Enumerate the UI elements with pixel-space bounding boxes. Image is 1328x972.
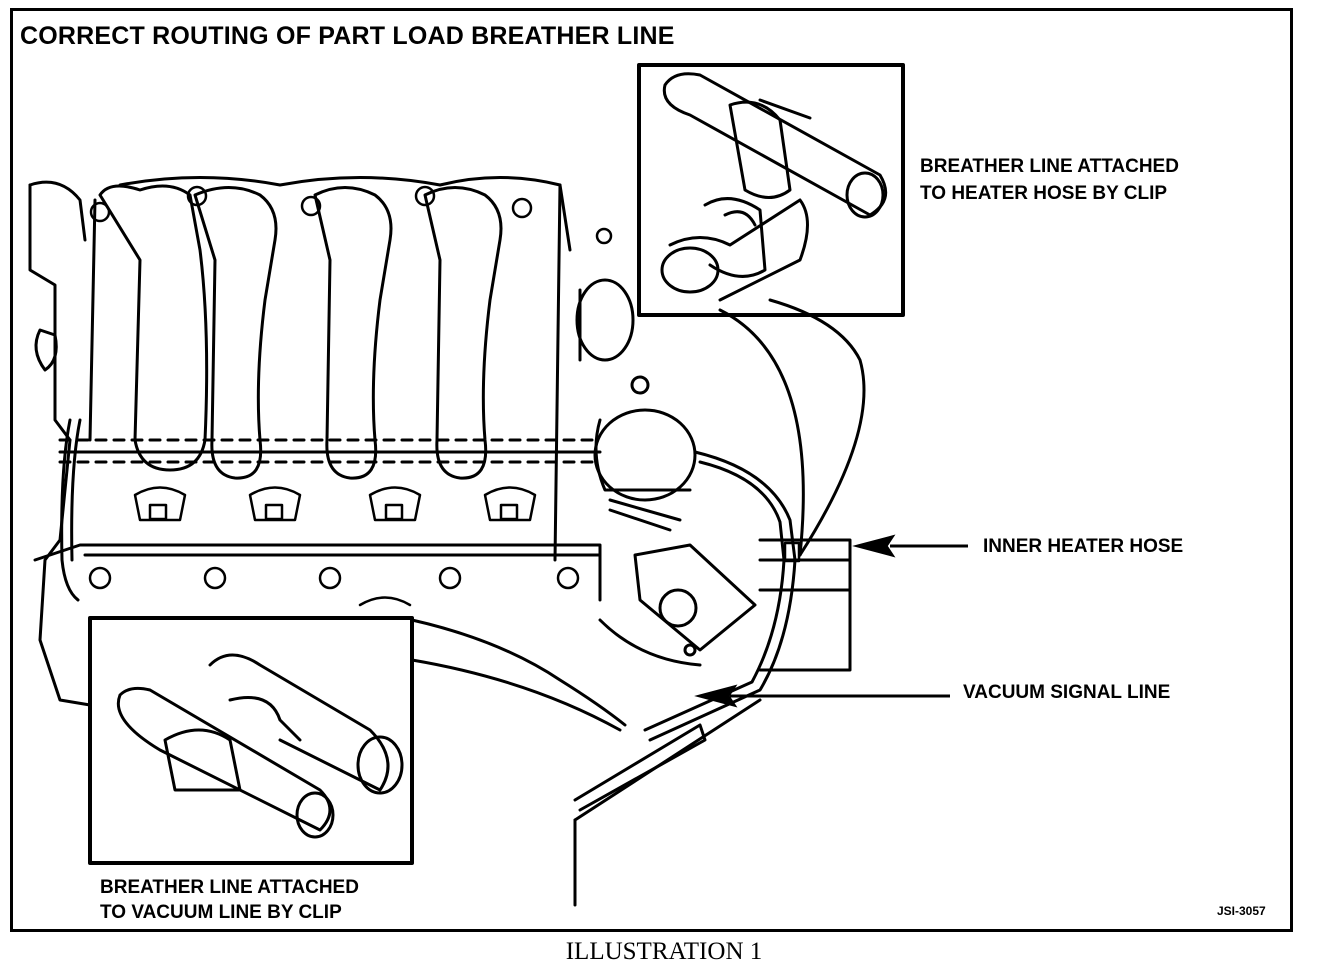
pointer-arrows [694,534,968,708]
inner-heater-hose [758,538,852,672]
heater-clip-label-line1: BREATHER LINE ATTACHED [920,156,1179,177]
manifold-bolts [89,185,613,245]
diagram-title: CORRECT ROUTING OF PART LOAD BREATHER LI… [20,22,675,50]
heater-clip-label-line2: TO HEATER HOSE BY CLIP [920,183,1168,204]
inner-heater-hose-label: INNER HEATER HOSE [983,536,1184,557]
vacuum-clip-label-line1: BREATHER LINE ATTACHED [100,877,359,898]
lower-panel [573,698,762,907]
reference-code: JSI-3057 [1217,904,1266,918]
cylinder-head-bolts [88,566,580,607]
heater-clip-inset [637,63,905,557]
vacuum-clip-inset [88,616,627,865]
intake-manifold [58,176,602,562]
vacuum-signal-line-label: VACUUM SIGNAL LINE [963,682,1171,703]
engine-block [28,180,602,707]
thermostat-housing [598,543,757,667]
vacuum-clip-label-line2: TO VACUUM LINE BY CLIP [100,902,342,923]
illustration-caption: ILLUSTRATION 1 [565,938,763,965]
fuel-injectors [133,486,537,522]
illustration-frame [10,8,1293,932]
throttle-body [575,278,697,532]
